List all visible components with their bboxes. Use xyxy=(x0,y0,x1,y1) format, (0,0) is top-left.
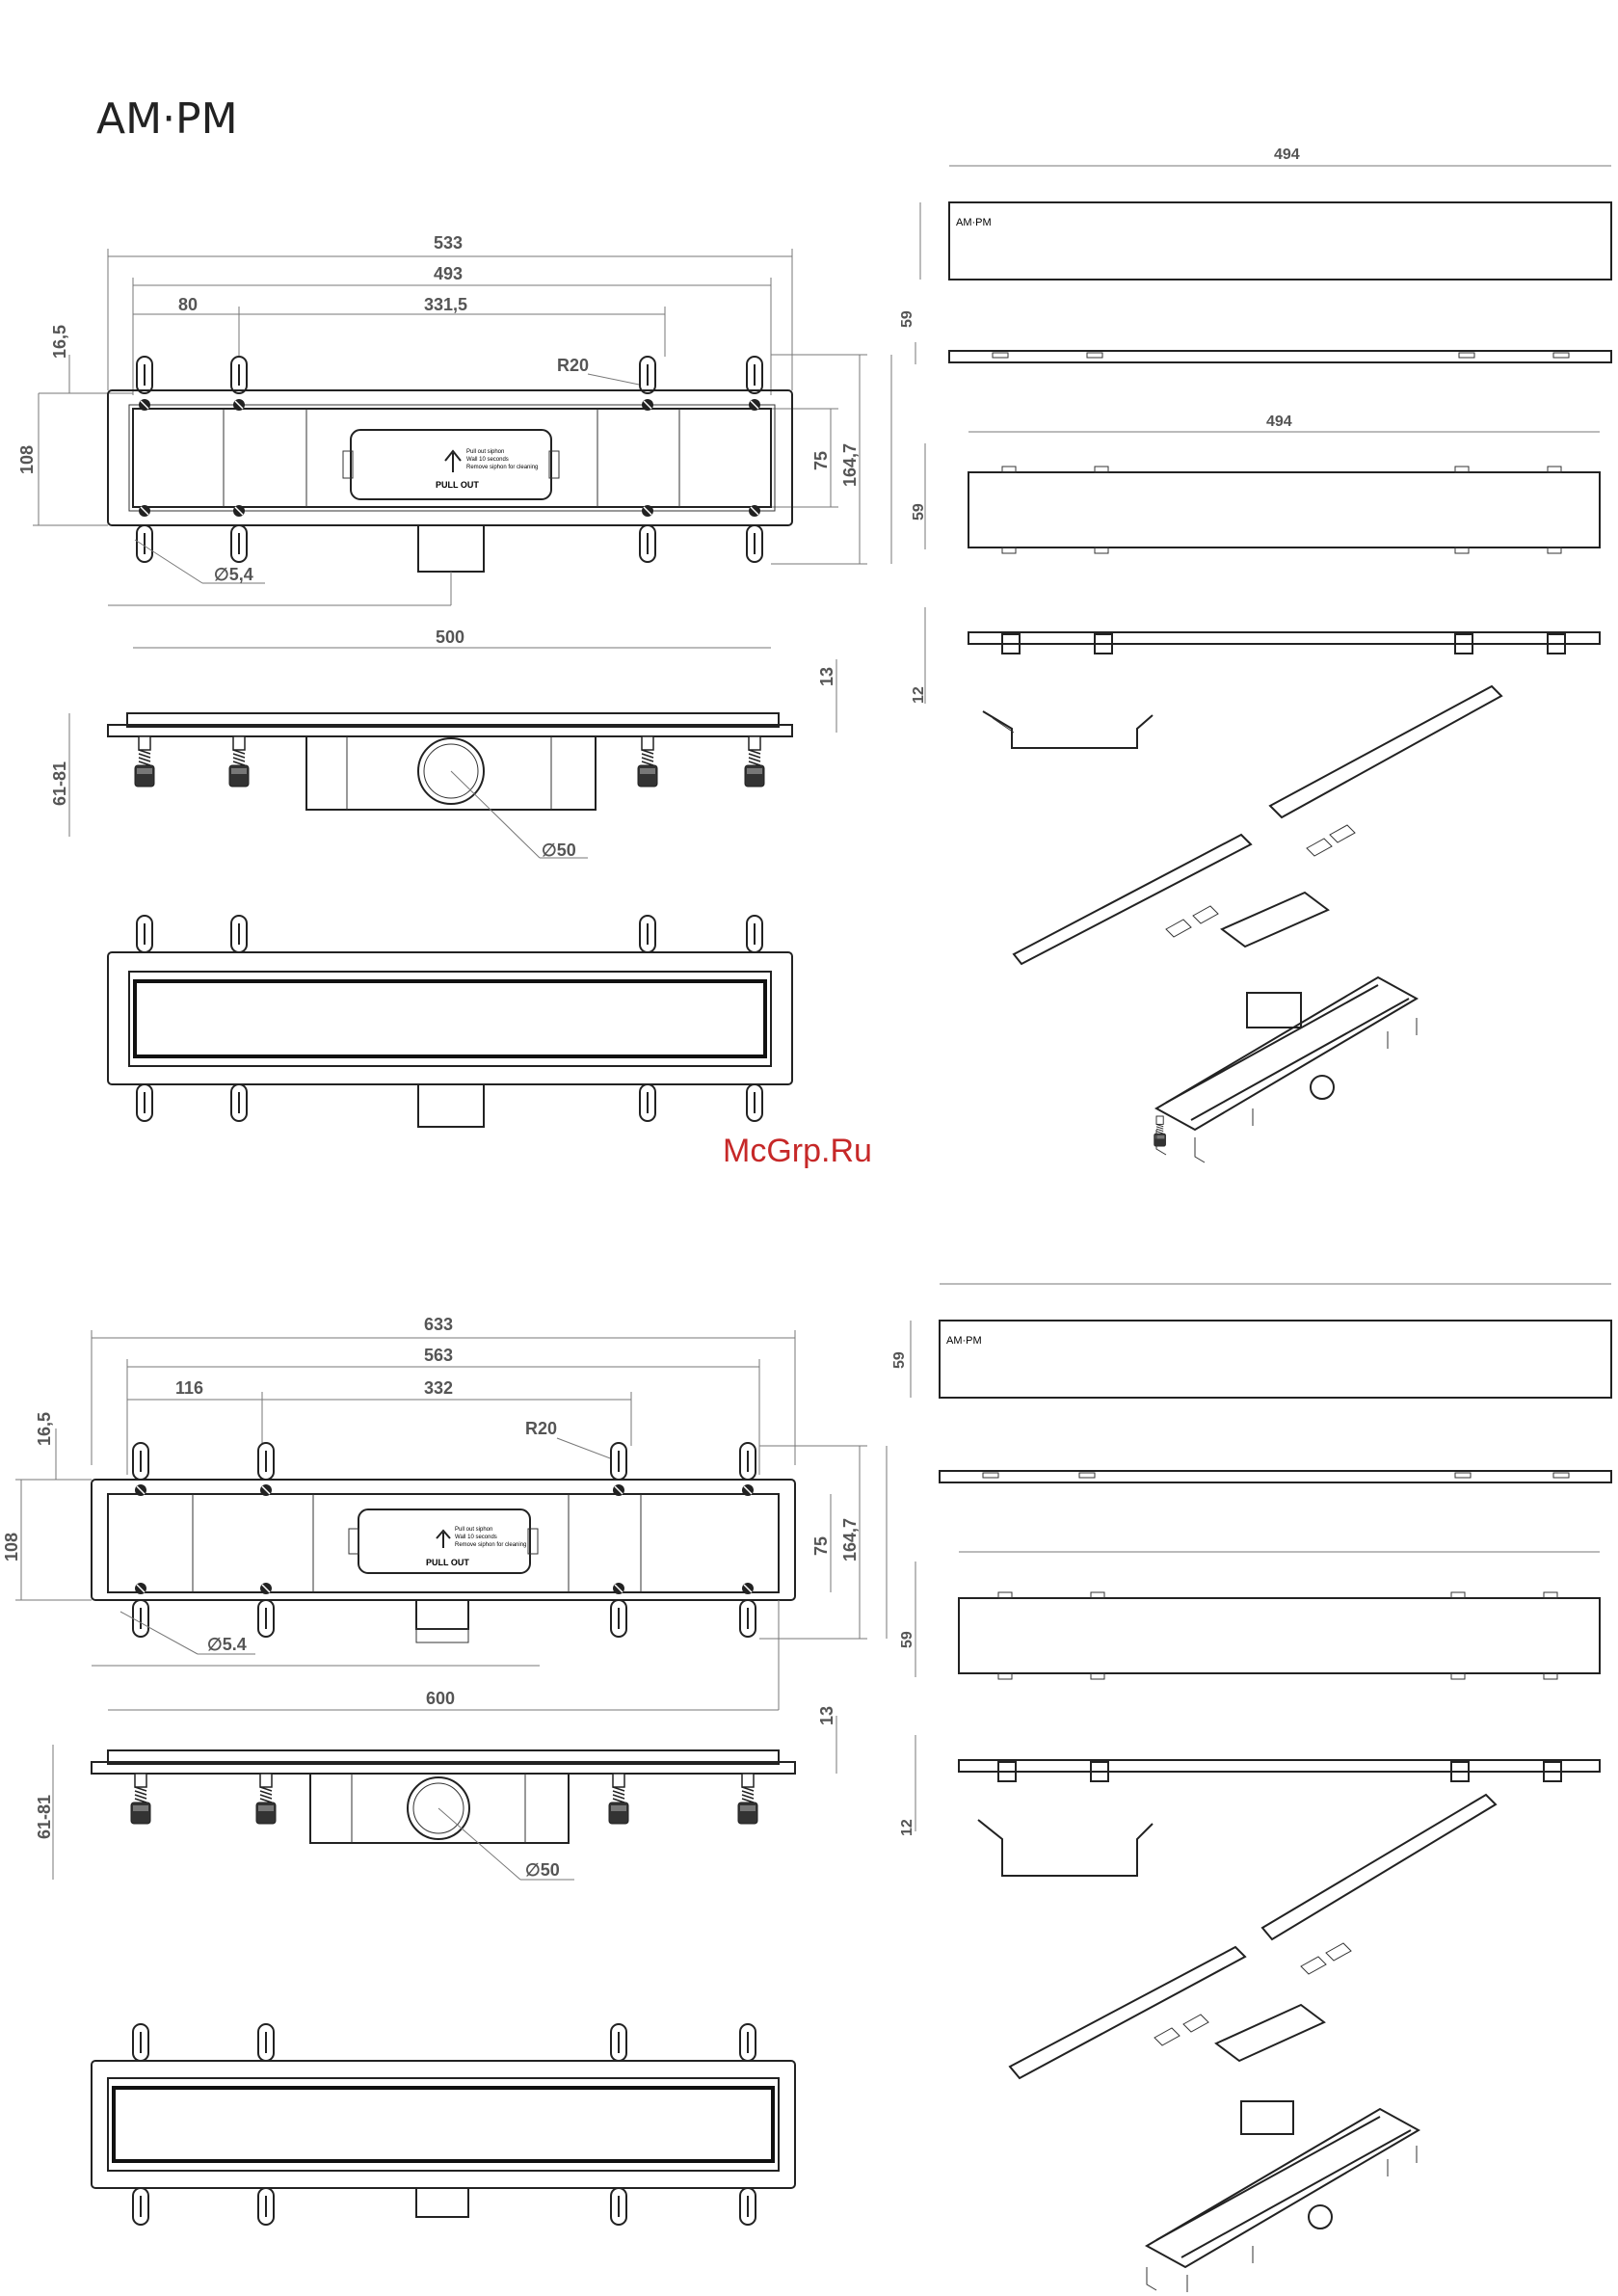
dim-hole-2: ∅5.4 xyxy=(207,1635,247,1654)
drawing-1-top-view: 533 493 80 331,5 R20 16,5 108 75 164,7 xyxy=(17,233,892,649)
dim-height-range-2: 61-81 xyxy=(35,1795,54,1839)
label-line-1-b: Pull out siphon xyxy=(455,1527,492,1533)
dim-total-width: 164,7 xyxy=(840,443,860,487)
label-line-3: Remove siphon for cleaning xyxy=(466,465,538,470)
dim-first-leg: 80 xyxy=(178,295,198,314)
dim-first-leg-2: 116 xyxy=(175,1378,203,1398)
label-line-2: Wall 10 seconds xyxy=(466,457,509,463)
dim-left-offset: 16,5 xyxy=(50,325,69,359)
dim-grate-height-a-2: 59 xyxy=(891,1351,908,1369)
dim-leg-span-2: 332 xyxy=(424,1378,453,1398)
dim-height-range: 61-81 xyxy=(50,761,69,806)
label-line-1: Pull out siphon xyxy=(466,449,504,455)
dim-left-offset-2: 16,5 xyxy=(35,1412,54,1446)
drawing-2-grate-view xyxy=(91,2023,796,2226)
dim-grate-height-c: 12 xyxy=(911,686,927,704)
dim-flange-height-2: 13 xyxy=(817,1706,836,1725)
drawing-2-grate-details: AM·PM 59 59 12 xyxy=(891,1283,1612,1877)
dim-grate-width: 75 xyxy=(811,451,831,470)
drawing-1-exploded-view xyxy=(1012,684,1503,1163)
drawing-1-grate-details: 494 AM·PM 59 494 59 12 xyxy=(899,147,1612,749)
label-pull-out-b: PULL OUT xyxy=(426,1558,469,1567)
dim-overall-length: 533 xyxy=(434,233,463,253)
dim-radius-2: R20 xyxy=(525,1419,557,1438)
dim-hole: ∅5,4 xyxy=(214,565,253,584)
dim-radius: R20 xyxy=(557,356,589,375)
drawing-2-exploded-view xyxy=(1008,1793,1498,2292)
dim-grate-width-2: 75 xyxy=(811,1536,831,1556)
dim-grate-length: 500 xyxy=(436,627,464,647)
dim-inner-length: 493 xyxy=(434,264,463,283)
small-logo: AM·PM xyxy=(956,217,992,228)
dim-grate-top-length: 494 xyxy=(1274,147,1300,163)
dim-outlet: ∅50 xyxy=(542,841,576,860)
dim-grate-height-b: 59 xyxy=(911,503,927,521)
drawing-2-side-view: 13 61-81 ∅50 xyxy=(35,1706,837,1881)
label-pull-out: PULL OUT xyxy=(436,480,479,490)
dim-grate-length-b: 494 xyxy=(1266,414,1292,430)
dim-grate-height-b-2: 59 xyxy=(899,1631,915,1648)
dim-flange-height: 13 xyxy=(817,667,836,686)
dim-inner-length-2: 563 xyxy=(424,1346,453,1365)
dim-grate-height-a: 59 xyxy=(899,310,915,328)
label-line-2-b: Wall 10 seconds xyxy=(455,1535,497,1540)
watermark-text: McGrp.Ru xyxy=(723,1133,872,1169)
dim-body-width-2: 108 xyxy=(2,1533,21,1562)
drawing-1-side-view: 13 61-81 ∅50 xyxy=(50,659,837,860)
brand-logo: AM·PM xyxy=(96,94,238,144)
small-logo-2: AM·PM xyxy=(946,1335,982,1347)
dim-outlet-2: ∅50 xyxy=(525,1860,560,1880)
dim-body-width: 108 xyxy=(17,445,37,474)
dim-overall-length-2: 633 xyxy=(424,1315,453,1334)
drawing-1-grate-view xyxy=(107,915,793,1128)
drawing-2-top-view: 633 563 116 332 R20 16,5 108 75 164,7 xyxy=(2,1315,888,1711)
label-line-3-b: Remove siphon for cleaning xyxy=(455,1542,526,1548)
dim-leg-span: 331,5 xyxy=(424,295,467,314)
dim-grate-height-c-2: 12 xyxy=(899,1819,915,1836)
dim-total-width-2: 164,7 xyxy=(840,1518,860,1562)
dim-grate-length-2: 600 xyxy=(426,1689,455,1708)
